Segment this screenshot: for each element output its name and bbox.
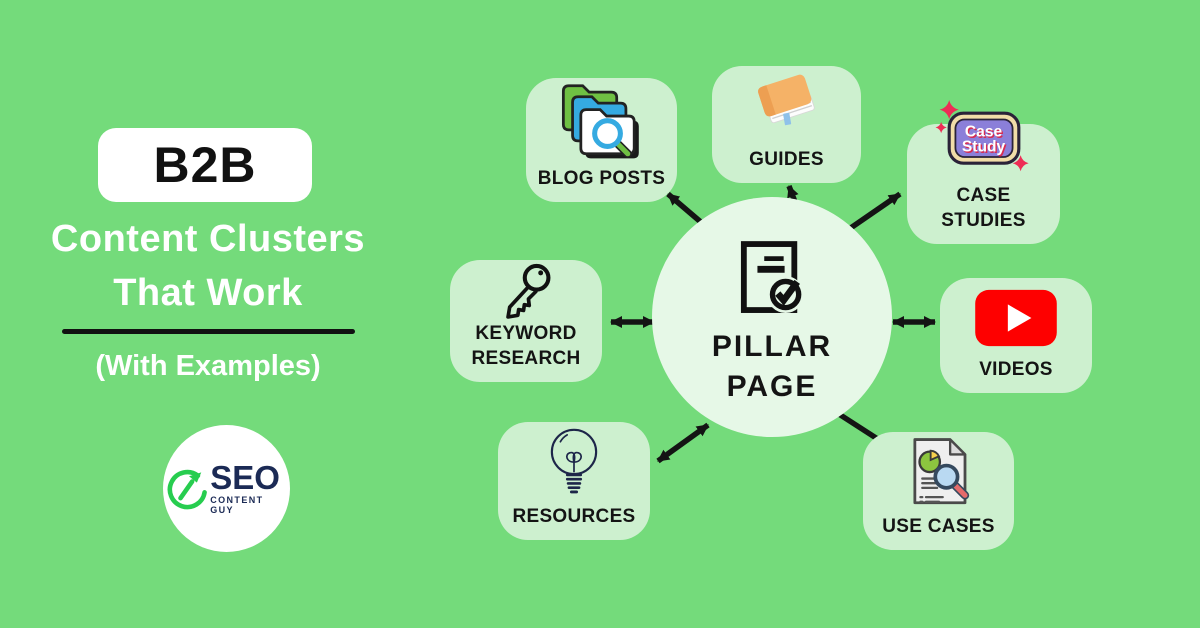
badge-text-1: Case [964, 123, 1002, 140]
node-label-blog-posts: BLOG POSTS [537, 168, 666, 189]
arrow-resources [656, 422, 710, 464]
title-line-2: That Work [113, 272, 303, 314]
logo-inner: SEO CONTENT GUY [163, 458, 290, 516]
seo-content-guy-logo: SEO CONTENT GUY [163, 425, 290, 552]
logo-name: SEO [210, 458, 280, 496]
node-label-case-studies: CASE STUDIES [941, 185, 1026, 231]
case-study-badge-icon: Case Case Study Study [935, 100, 1029, 172]
node-label-use-cases: USE CASES [882, 516, 995, 537]
node-guides: GUIDES [712, 66, 861, 183]
youtube-play-icon [975, 289, 1057, 346]
node-label-guides: GUIDES [749, 149, 824, 170]
node-use-cases: USE CASES [863, 432, 1014, 550]
title-line-1: Content Clusters [50, 218, 366, 260]
badge-text-shadow-2: Study [963, 140, 1007, 157]
document-check-icon [740, 241, 805, 313]
pillar-page-label: PILLAR PAGE [712, 327, 832, 407]
folders-search-icon [561, 83, 639, 158]
pillar-page-label-line2: PAGE [726, 370, 818, 403]
node-keyword-research: KEYWORD RESEARCH [450, 260, 602, 382]
icon-area [526, 78, 677, 166]
node-resources: RESOURCES [498, 422, 650, 540]
node-label-videos: VIDEOS [979, 359, 1053, 380]
icon-area: Case Case Study Study [907, 97, 1060, 183]
page-subtitle: (With Examples) [95, 350, 321, 382]
badge-text-2: Study [961, 139, 1005, 156]
node-blog-posts: BLOG POSTS [526, 78, 677, 202]
badge-text-shadow-1: Case [966, 125, 1004, 142]
node-case-studies: Case Case Study Study CASE STUDIES [907, 100, 1060, 244]
lightbulb-icon [550, 428, 598, 494]
page-title: Content Clusters That Work [0, 212, 416, 320]
logo-tagline: CONTENT GUY [210, 494, 264, 515]
icon-area [863, 432, 1014, 514]
icon-area [498, 422, 650, 504]
b2b-badge-text: B2B [153, 137, 257, 193]
key-icon [506, 263, 551, 319]
icon-area [940, 278, 1092, 357]
node-videos: VIDEOS [940, 278, 1092, 393]
node-label-resources: RESOURCES [512, 506, 636, 527]
circular-arrow-icon [167, 469, 207, 509]
pillar-page-node: PILLAR PAGE [652, 197, 892, 437]
logo-text: SEO CONTENT GUY [210, 458, 290, 515]
title-divider [62, 329, 355, 334]
icon-area [450, 259, 602, 321]
orange-book-icon [757, 74, 815, 125]
b2b-badge: B2B [98, 128, 312, 202]
node-label-keyword-research: KEYWORD RESEARCH [471, 323, 581, 369]
pillar-page-label-line1: PILLAR [711, 330, 833, 363]
report-magnifier-icon [912, 438, 969, 505]
icon-area [712, 66, 861, 147]
